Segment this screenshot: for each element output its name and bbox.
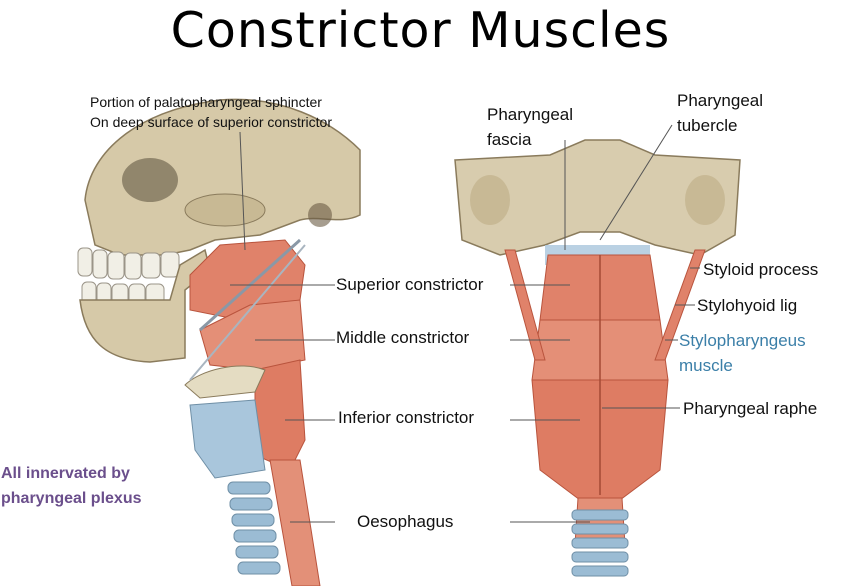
- mandible: [79, 248, 211, 363]
- mastoid-right: [685, 175, 725, 225]
- note-line-2: On deep surface of superior constrictor: [90, 114, 333, 130]
- leader-lines: [230, 124, 700, 523]
- label-middle-constrictor: Middle constrictor: [336, 328, 470, 347]
- orbit: [122, 158, 178, 202]
- hyoid-bone: [184, 365, 266, 399]
- note-line-1: Portion of palatopharyngeal sphincter: [90, 94, 322, 110]
- trachea-posterior: [571, 509, 629, 577]
- innervation-line-1: All innervated by: [1, 465, 130, 482]
- label-stylopharyngeus-1: Stylopharyngeus: [679, 331, 806, 350]
- skull-lateral: [84, 98, 361, 256]
- mastoid-left: [470, 175, 510, 225]
- label-superior-constrictor: Superior constrictor: [336, 275, 484, 294]
- label-pharyngeal-tubercle-1: Pharyngeal: [677, 91, 764, 110]
- page-title: Constrictor Muscles: [170, 2, 671, 59]
- label-pharyngeal-fascia-1: Pharyngeal: [487, 105, 574, 124]
- label-inferior-constrictor: Inferior constrictor: [338, 408, 475, 427]
- label-styloid-process: Styloid process: [703, 260, 819, 279]
- label-oesophagus: Oesophagus: [357, 512, 454, 531]
- label-pharyngeal-fascia-2: fascia: [487, 130, 532, 149]
- stylohyoid-line-lateral: [189, 244, 306, 381]
- trachea-lateral: [227, 481, 281, 575]
- upper-teeth: [77, 247, 180, 280]
- cheekbone: [184, 193, 266, 227]
- label-pharyngeal-raphe: Pharyngeal raphe: [683, 399, 818, 418]
- ear-canal: [308, 203, 332, 227]
- middle-constrictor-lateral: [199, 299, 306, 371]
- thyroid-cartilage: [189, 399, 266, 479]
- label-stylopharyngeus-2: muscle: [679, 356, 733, 375]
- label-stylohyoid-lig: Stylohyoid lig: [697, 296, 798, 315]
- label-pharyngeal-tubercle-2: tubercle: [677, 116, 738, 135]
- oesophagus-lateral: [269, 459, 321, 586]
- stylopharyngeus-left: [504, 249, 546, 361]
- innervation-line-2: pharyngeal plexus: [1, 490, 142, 507]
